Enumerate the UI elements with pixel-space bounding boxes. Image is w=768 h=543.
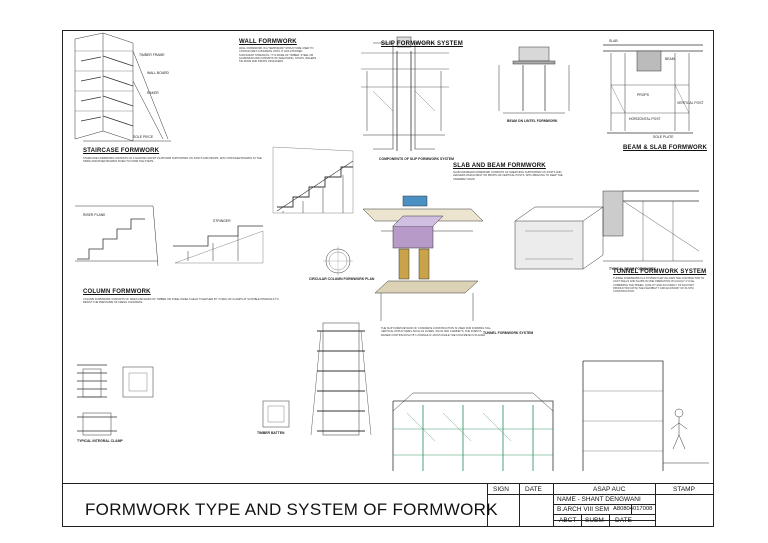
date-label: DATE xyxy=(525,486,542,493)
wall-formwork-drawing xyxy=(74,32,171,142)
drawing-label: CIRCULAR COLUMN FORMWORK PLAN xyxy=(309,277,375,281)
staircase-formwork-heading: STAIRCASE FORMWORK xyxy=(83,148,160,154)
abct-label: ABCT xyxy=(559,517,577,524)
tunnel-installation-drawing xyxy=(582,360,709,471)
school-name: ASAP AUC xyxy=(593,486,626,493)
drawing-label: RISER PLANK xyxy=(83,213,106,217)
tunnel-formwork-text: TUNNEL FORMWORK IS A SYSTEM THAT ALLOWS … xyxy=(613,277,705,294)
drawing-label: SLAB xyxy=(609,39,618,43)
slip-formwork-drawing xyxy=(361,36,449,151)
wall-formwork-text: WALL FORMWORK IS A TEMPORARY STRUCTURE U… xyxy=(239,47,317,64)
class-line: B.ARCH VIII SEM xyxy=(557,506,610,513)
subm-label: SUBM- xyxy=(585,517,606,524)
slab-beam-formwork-text: SLAB AND BEAM FORMWORK CONSISTS OF SHEAT… xyxy=(453,171,563,181)
roll-number: A80804017008 xyxy=(613,506,653,512)
tunnel-formwork-heading: TUNNEL FORMWORK SYSTEM xyxy=(613,269,707,275)
drawing-label: TIMBER BATTEN xyxy=(257,431,285,435)
beam-slab-formwork-heading: BEAM & SLAB FORMWORK xyxy=(623,145,707,151)
slab-beam-formwork-heading: SLAB AND BEAM FORMWORK xyxy=(453,163,546,169)
drawing-label: VERTICAL POST xyxy=(677,101,704,105)
drawing-sheet: WALL FORMWORK STAIRCASE FORMWORK COLUMN … xyxy=(62,30,714,527)
wall-formwork-heading: WALL FORMWORK xyxy=(239,39,297,45)
beam-lintel-formwork-drawing xyxy=(498,46,570,114)
drawing-label: RAKER xyxy=(147,91,159,95)
column-formwork-heading: COLUMN FORMWORK xyxy=(83,289,151,295)
drawing-label: TYPICAL INTEGRAL CLAMP xyxy=(77,439,123,443)
drawing-label: TYPICAL BEAM FORMWORK xyxy=(609,267,657,271)
formwork-drawings xyxy=(74,32,709,471)
drawing-label: SOLE PLATE xyxy=(653,135,674,139)
date-label-2: DATE xyxy=(615,517,632,524)
stamp-label: STAMP xyxy=(673,486,695,493)
title-block: FORMWORK TYPE AND SYSTEM OF FORMWORK SIG… xyxy=(63,483,713,527)
slab-beam-formwork-drawing xyxy=(362,195,484,321)
column-formwork-drawing xyxy=(77,246,372,436)
column-formwork-text: COLUMN FORMWORK CONSISTS OF SIDES AND EN… xyxy=(83,298,279,305)
tunnel-formwork-caption: TUNNEL FORMWORK SYSTEM xyxy=(483,331,534,335)
drawing-label: SOLE PIECE xyxy=(133,135,154,139)
student-name: NAME - SHANT DENGWANI xyxy=(557,496,641,503)
staircase-formwork-text: STAIRCASE FORMWORK CONSISTS OF A SLOPING… xyxy=(83,157,262,164)
slip-formwork-caption: COMPONENTS OF SLIP FORMWORK SYSTEM xyxy=(379,157,454,161)
drawing-label: BEAM xyxy=(665,57,675,61)
main-title: FORMWORK TYPE AND SYSTEM OF FORMWORK xyxy=(85,500,498,519)
drawing-label: PROPS xyxy=(637,93,649,97)
drawing-label: HORIZONTAL POST xyxy=(629,117,661,121)
staircase-formwork-drawing xyxy=(75,146,354,267)
drawing-label: WALL BOARD xyxy=(147,71,169,75)
sign-label: SIGN xyxy=(493,486,509,493)
drawing-label: STRINGER xyxy=(213,219,231,223)
drawing-label: BEAM ON LINTEL FORMWORK xyxy=(507,119,558,123)
slip-formwork-heading: SLIP FORMWORK SYSTEM xyxy=(381,41,463,47)
drawing-label: TIMBER FRAME xyxy=(139,53,165,57)
tunnel-formwork-drawing xyxy=(392,206,604,471)
slip-formwork-text: THE SLIP FORM METHOD OF CONCRETE CONSTRU… xyxy=(381,327,491,337)
beam-slab-formwork-drawing xyxy=(602,44,703,262)
